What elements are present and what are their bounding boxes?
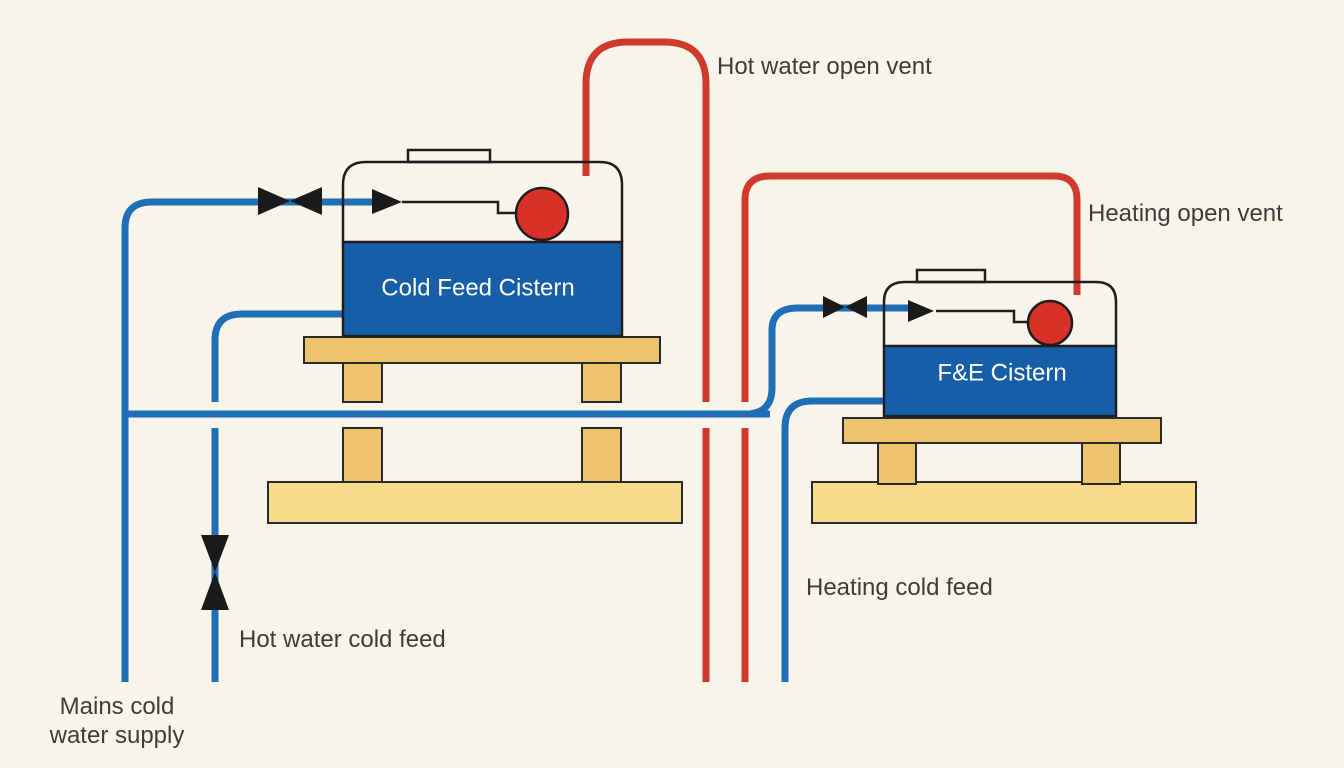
- heating-cold-feed-label: Heating cold feed: [806, 574, 993, 601]
- cistern-lid-right: [915, 268, 987, 284]
- heating-cold-feed-pipe: [781, 397, 884, 682]
- cistern-water-left: [341, 240, 624, 338]
- stand-leg-left-b-lower: [581, 427, 622, 483]
- stand-base-left: [267, 481, 683, 524]
- fe-cistern-label: F&E Cistern: [937, 359, 1066, 386]
- cold-feed-cistern: Cold Feed Cistern: [341, 148, 624, 338]
- heating-open-vent-pipe: [741, 172, 1081, 682]
- hot-water-cold-feed-label: Hot water cold feed: [239, 626, 446, 653]
- gate-valve-icon: [823, 296, 845, 318]
- cold-feed-cistern-stand: [267, 336, 683, 524]
- stand-leg-left-b-upper: [581, 361, 622, 403]
- stand-top-right: [842, 417, 1162, 444]
- mains-cold-label-line1: Mains cold: [60, 693, 175, 720]
- pipe-crossovers: [200, 402, 770, 428]
- ball-float-icon: [1026, 299, 1074, 347]
- gate-valve-icon: [201, 572, 229, 610]
- stand-leg-right-a: [877, 441, 917, 485]
- cistern-lid-left: [406, 148, 492, 164]
- mains-cold-supply-pipe: [121, 198, 372, 682]
- gate-valve-icon: [845, 296, 867, 318]
- gate-valve-icon: [823, 296, 867, 318]
- stand-top-left: [303, 336, 661, 364]
- gate-valve-icon: [258, 187, 322, 215]
- float-arm-left: [402, 200, 518, 215]
- stand-base-right: [811, 481, 1197, 524]
- stand-leg-left-a-lower: [342, 427, 383, 483]
- heating-open-vent-label: Heating open vent: [1088, 200, 1283, 227]
- mains-cold-label-line2: water supply: [49, 722, 185, 749]
- gate-valve-icon: [258, 187, 290, 215]
- gate-valve-icon: [201, 535, 229, 610]
- gate-valve-icon: [201, 535, 229, 572]
- hot-water-open-vent-label: Hot water open vent: [717, 53, 932, 80]
- cold-feed-cistern-label: Cold Feed Cistern: [381, 274, 574, 301]
- hot-water-cold-feed-pipe: [211, 310, 343, 682]
- ball-float-icon: [514, 186, 570, 242]
- float-valve-arrow-icon: [908, 300, 934, 322]
- stand-leg-left-a-upper: [342, 361, 383, 403]
- cistern-body-right: [882, 280, 1118, 346]
- float-valve-arrow-icon: [372, 189, 402, 214]
- cistern-body-left: [341, 160, 624, 242]
- gate-valve-icon: [290, 187, 322, 215]
- fe-cistern-stand: [811, 417, 1197, 524]
- stand-leg-right-b: [1081, 441, 1121, 485]
- cistern-water-right: [882, 344, 1118, 418]
- fe-cistern: F&E Cistern: [882, 268, 1118, 418]
- hot-water-open-vent-pipe: [582, 38, 710, 682]
- float-arm-right: [936, 309, 1028, 324]
